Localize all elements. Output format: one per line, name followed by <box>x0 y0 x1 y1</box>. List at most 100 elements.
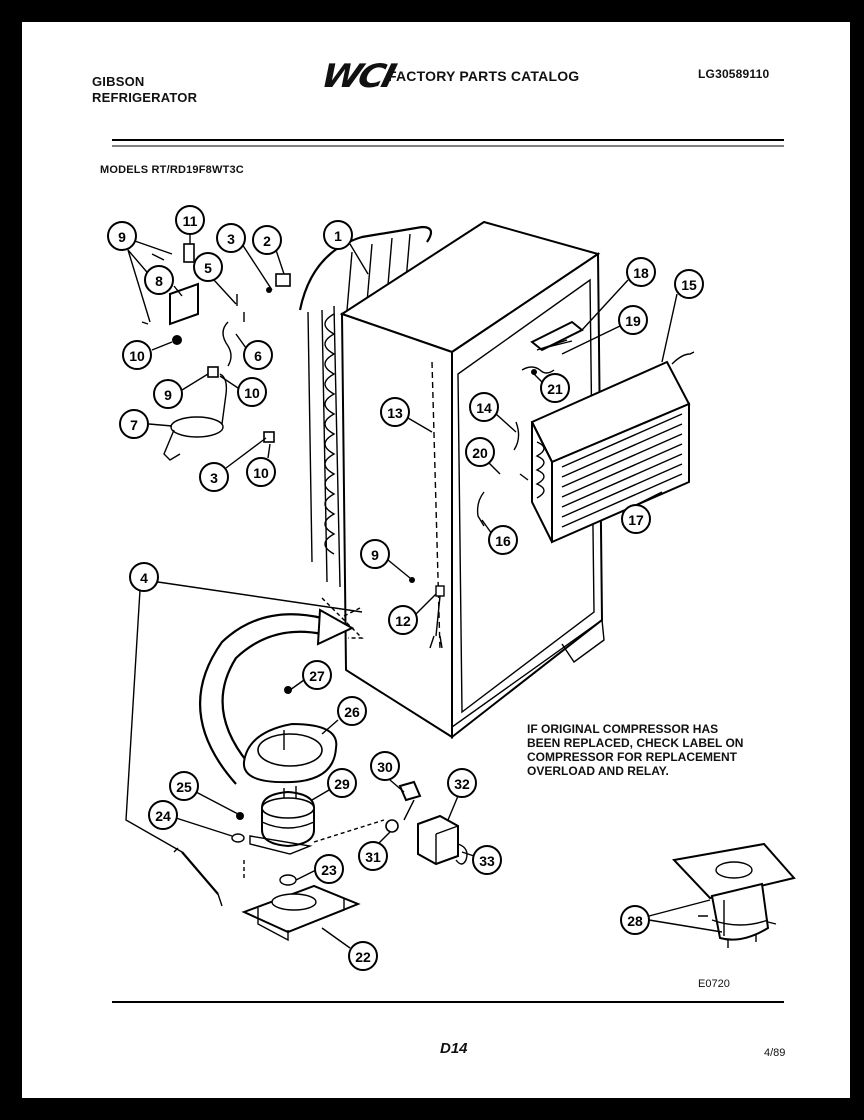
callout-number: 29 <box>334 776 350 792</box>
callout-12: 12 <box>388 605 418 635</box>
callout-number: 10 <box>129 348 145 364</box>
callout-number: 3 <box>210 470 218 486</box>
callout-number: 22 <box>355 949 371 965</box>
callout-circle <box>472 845 502 875</box>
catalog-number: LG30589110 <box>698 67 770 81</box>
callout-circle <box>252 225 282 255</box>
callout-number: 15 <box>681 277 697 293</box>
callout-number: 1 <box>334 228 342 244</box>
callout-number: 28 <box>627 913 643 929</box>
callout-number: 2 <box>263 233 271 249</box>
brand-name: GIBSON <box>92 74 145 89</box>
callout-circle <box>199 462 229 492</box>
callout-circle <box>193 252 223 282</box>
callout-circle <box>621 504 651 534</box>
callout-32: 32 <box>447 768 477 798</box>
callout-circle <box>618 305 648 335</box>
callout-number: 26 <box>344 704 360 720</box>
callout-number: 21 <box>547 381 563 397</box>
callout-circle <box>144 265 174 295</box>
callout-9: 9 <box>153 379 183 409</box>
callout-9: 9 <box>107 221 137 251</box>
callout-20: 20 <box>465 437 495 467</box>
callout-number: 10 <box>253 465 269 481</box>
callout-circle <box>348 941 378 971</box>
callout-23: 23 <box>314 854 344 884</box>
callout-number: 14 <box>476 400 492 416</box>
callout-circle <box>119 409 149 439</box>
callout-24: 24 <box>148 800 178 830</box>
callout-14: 14 <box>469 392 499 422</box>
callout-18: 18 <box>626 257 656 287</box>
compressor-assembly <box>231 686 385 942</box>
callout-number: 24 <box>155 808 171 824</box>
callout-circle <box>465 437 495 467</box>
callout-8: 8 <box>144 265 174 295</box>
note-line: IF ORIGINAL COMPRESSOR HAS <box>527 722 719 736</box>
callout-circle <box>380 397 410 427</box>
callout-15: 15 <box>674 269 704 299</box>
callout-number: 30 <box>377 759 393 775</box>
callout-circle <box>488 525 518 555</box>
callout-circle <box>243 340 273 370</box>
callout-9: 9 <box>360 539 390 569</box>
callout-31: 31 <box>358 841 388 871</box>
callout-number: 19 <box>625 313 641 329</box>
callout-circle <box>175 205 205 235</box>
callout-number: 8 <box>155 273 163 289</box>
defrost-parts <box>409 421 529 649</box>
callout-27: 27 <box>302 660 332 690</box>
callout-circle <box>107 221 137 251</box>
compressor-location-arrow <box>198 597 364 785</box>
callout-number: 11 <box>183 213 198 229</box>
callout-circle <box>447 768 477 798</box>
callout-number: 13 <box>387 405 403 421</box>
evaporator-coil <box>530 351 695 544</box>
callout-26: 26 <box>337 696 367 726</box>
note-line: BEEN REPLACED, CHECK LABEL ON <box>527 736 744 750</box>
parts-catalog-sheet: GIBSON REFRIGERATOR WCI FACTORY PARTS CA… <box>22 22 850 1098</box>
compressor-note: IF ORIGINAL COMPRESSOR HAS BEEN REPLACED… <box>527 722 743 778</box>
callout-circle <box>153 379 183 409</box>
callout-circle <box>626 257 656 287</box>
callout-13: 13 <box>380 397 410 427</box>
page-number: D14 <box>440 1040 468 1057</box>
callout-1: 1 <box>323 220 353 250</box>
callout-circle <box>129 562 159 592</box>
callout-2: 2 <box>252 225 282 255</box>
callout-circle <box>337 696 367 726</box>
callout-circle <box>327 768 357 798</box>
callout-number: 10 <box>244 385 260 401</box>
callout-number: 6 <box>254 348 262 364</box>
callout-30: 30 <box>370 751 400 781</box>
callout-number: 3 <box>227 231 235 247</box>
relay-and-overload <box>385 780 468 866</box>
callout-circle <box>323 220 353 250</box>
callout-number: 23 <box>321 862 337 878</box>
callout-circle <box>216 223 246 253</box>
callout-16: 16 <box>488 525 518 555</box>
callout-28: 28 <box>620 905 650 935</box>
callout-3: 3 <box>216 223 246 253</box>
callout-number: 9 <box>164 387 172 403</box>
callout-circle <box>388 605 418 635</box>
callout-circle <box>620 905 650 935</box>
exploded-parts-diagram: 9113218561091073101314201618151921179124… <box>107 139 796 1003</box>
callout-number: 18 <box>633 265 649 281</box>
refrigerator-cabinet <box>339 220 605 740</box>
callout-circle <box>674 269 704 299</box>
callout-number: 12 <box>395 613 411 629</box>
catalog-title: FACTORY PARTS CATALOG <box>388 68 580 84</box>
callout-number: 27 <box>309 668 325 684</box>
model-numbers: MODELS RT/RD19F8WT3C <box>100 164 244 176</box>
callout-21: 21 <box>540 373 570 403</box>
callout-circle <box>540 373 570 403</box>
callout-number: 16 <box>495 533 511 549</box>
callout-circle <box>169 771 199 801</box>
note-line: OVERLOAD AND RELAY. <box>527 764 669 778</box>
callout-circle <box>246 457 276 487</box>
callout-number: 32 <box>454 776 470 792</box>
product-type: REFRIGERATOR <box>92 90 198 105</box>
callout-5: 5 <box>193 252 223 282</box>
